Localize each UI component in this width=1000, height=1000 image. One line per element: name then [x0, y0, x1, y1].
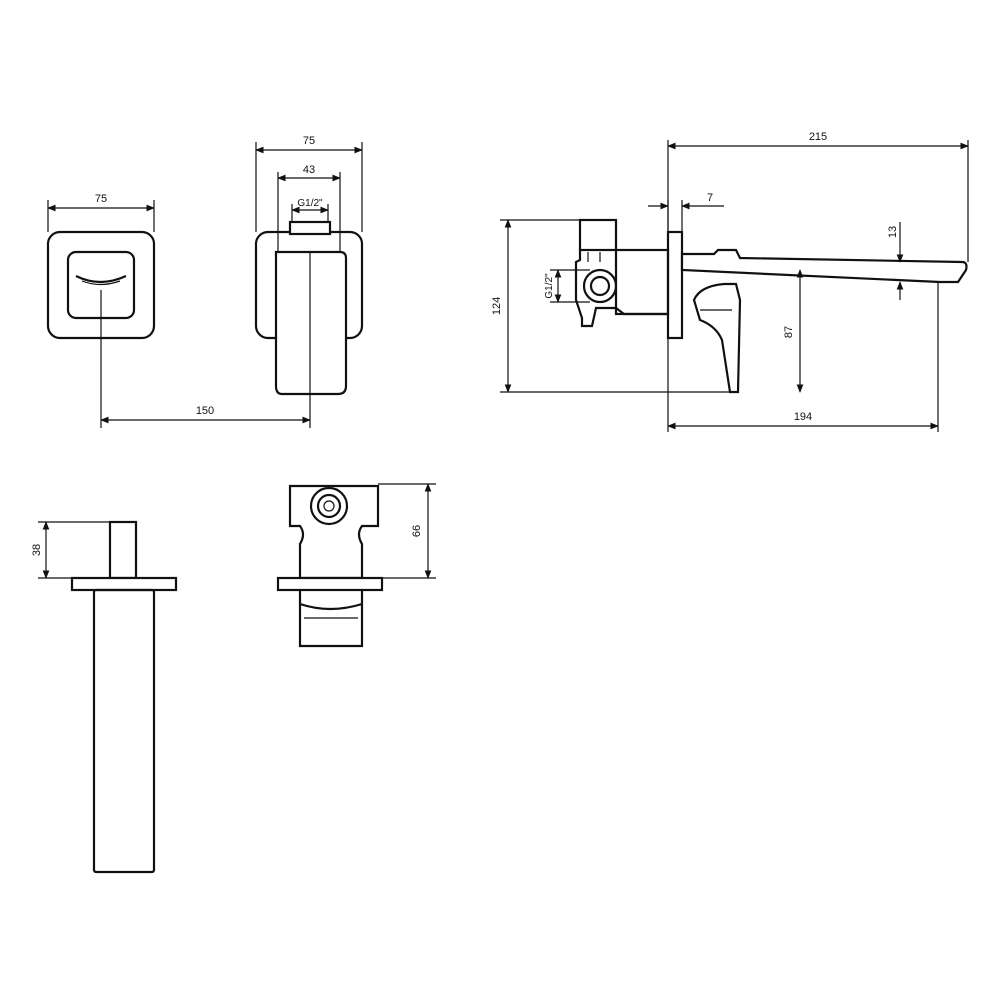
side-inner-dimension: 43 — [277, 164, 341, 252]
total-height-label: 124 — [491, 297, 503, 315]
front-width-label: 75 — [95, 193, 107, 205]
spout-tip-dimension: 13 — [887, 222, 904, 300]
side-width-dimension: 75 — [255, 135, 363, 232]
side-view — [254, 220, 364, 396]
spout-tip-label: 13 — [887, 226, 899, 238]
thread-side-dimension: G1/2" — [544, 269, 590, 303]
total-height-dimension: 124 — [491, 219, 730, 393]
spout-height-label: 87 — [783, 326, 795, 338]
side-width-label: 75 — [303, 135, 315, 147]
projection-dimension: 194 — [667, 282, 939, 432]
spout-stub-label: 38 — [31, 544, 43, 556]
side-thread-label: G1/2" — [297, 198, 323, 209]
valve-body-view — [276, 484, 384, 648]
front-width-dimension: 75 — [47, 193, 155, 232]
profile-view — [574, 218, 968, 394]
centre-distance-label: 150 — [196, 405, 214, 417]
thread-side-label: G1/2" — [544, 273, 555, 299]
projection-label: 194 — [794, 411, 812, 423]
overall-length-label: 215 — [809, 131, 827, 143]
body-height-dimension: 66 — [378, 483, 436, 579]
spout-view — [70, 520, 178, 874]
body-height-label: 66 — [411, 525, 423, 537]
plate-thickness-label: 7 — [707, 192, 713, 204]
centre-distance-dimension: 150 — [100, 290, 311, 428]
plate-thickness-dimension: 7 — [648, 192, 724, 232]
spout-height-dimension: 87 — [783, 269, 804, 393]
side-thread-dimension: G1/2" — [291, 198, 329, 222]
side-inner-label: 43 — [303, 164, 315, 176]
spout-stub-dimension: 38 — [31, 521, 110, 579]
